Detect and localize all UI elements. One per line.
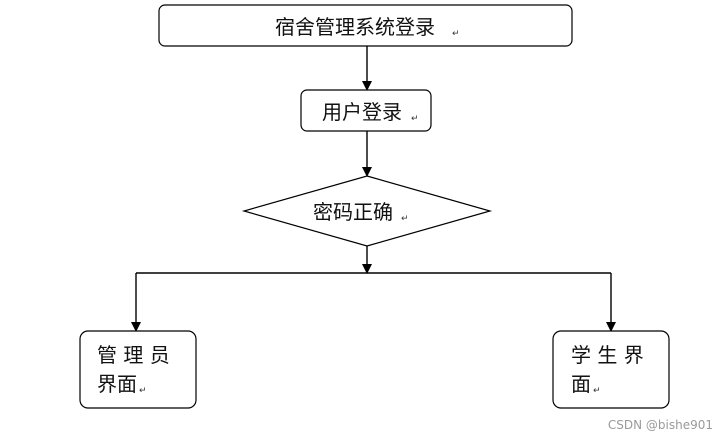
system-login-node: 宿舍管理系统登录 ↵: [158, 4, 573, 47]
admin-interface-node: 管 理 员 界面 ↵: [79, 330, 197, 409]
system-login-label: 宿舍管理系统登录: [275, 15, 435, 39]
paragraph-mark-icon: ↵: [401, 214, 409, 224]
user-login-node: 用户登录 ↵: [300, 89, 432, 132]
paragraph-mark-icon: ↵: [411, 114, 419, 124]
student-interface-node: 学 生 界 面 ↵: [552, 330, 670, 409]
password-check-node: 密码正确 ↵: [241, 175, 493, 247]
paragraph-mark-icon: ↵: [452, 29, 460, 39]
student-interface-label-line2: 面: [571, 372, 591, 396]
password-check-label: 密码正确: [313, 200, 393, 224]
watermark: CSDN @bishe901: [607, 418, 713, 432]
admin-interface-label-line1: 管 理 员: [97, 343, 170, 367]
admin-interface-label-line2: 界面: [97, 372, 137, 396]
student-interface-label-line1: 学 生 界: [571, 343, 644, 367]
paragraph-mark-icon: ↵: [139, 386, 147, 396]
paragraph-mark-icon: ↵: [593, 386, 601, 396]
user-login-label: 用户登录: [322, 100, 402, 124]
